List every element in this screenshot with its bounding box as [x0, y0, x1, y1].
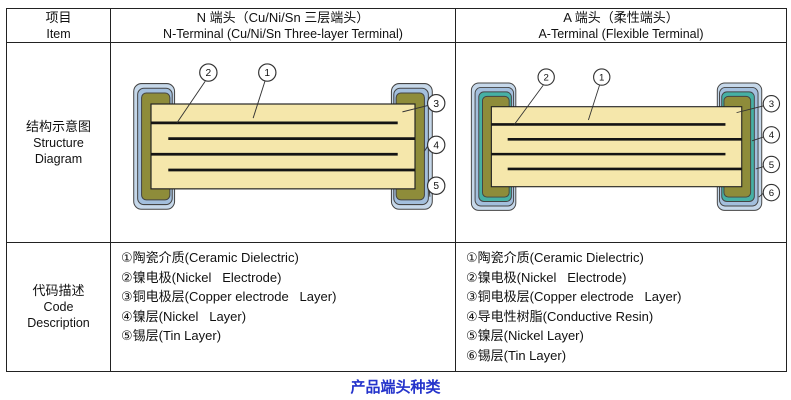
n-terminal-legend: ①陶瓷介质(Ceramic Dielectric) ②镍电极(Nickel El…: [111, 243, 456, 371]
row-label-code: 代码描述 Code Description: [7, 243, 111, 371]
callout-label: 4: [433, 140, 439, 151]
callout-2: 2: [537, 67, 555, 86]
callout-label: 4: [769, 130, 775, 141]
row-label-structure-en2: Diagram: [34, 151, 83, 166]
callout-circle: [426, 135, 446, 155]
callout-4: 4: [762, 125, 781, 144]
callout-circle: [199, 63, 218, 82]
leader-line: [736, 105, 764, 113]
callout-label: 1: [264, 68, 270, 79]
row-label-code-zh: 代码描述: [32, 283, 85, 298]
callout-circle: [762, 94, 781, 112]
callout-circle: [258, 63, 277, 82]
row-label-code-en1: Code: [43, 300, 74, 314]
callout-3: 3: [426, 93, 446, 113]
legend-item: ⑤镍层(Nickel Layer): [466, 328, 584, 343]
page-caption: 产品端头种类: [350, 379, 441, 396]
header-n-terminal: N 端头（Cu/Ni/Sn 三层端头） N-Terminal (Cu/Ni/Sn…: [111, 9, 456, 43]
legend-item: ⑤锡层(Tin Layer): [121, 328, 222, 343]
header-n-en: N-Terminal (Cu/Ni/Sn Three-layer Termina…: [163, 26, 403, 41]
a-terminal-diagram-cell: 2 1 3 4 5: [456, 43, 786, 243]
row-label-structure-zh: 结构示意图: [25, 118, 91, 134]
ceramic-body: [150, 103, 416, 190]
callout-5: 5: [762, 155, 781, 173]
callout-4: 4: [426, 135, 446, 155]
leader-line: [252, 81, 266, 119]
legend-item: ①陶瓷介质(Ceramic Dielectric): [466, 250, 644, 265]
callout-circle: [537, 67, 555, 86]
leader-line: [587, 84, 600, 120]
leader-line: [513, 84, 544, 125]
row-label-code-en2: Description: [27, 316, 90, 330]
row-label-structure-en1: Structure: [33, 135, 84, 150]
callout-label: 2: [544, 72, 549, 83]
leader-line: [751, 136, 764, 141]
callout-6: 6: [762, 183, 781, 201]
callout-label: 6: [769, 187, 774, 198]
callout-label: 5: [433, 181, 439, 192]
legend-item: ②镍电极(Nickel Electrode): [466, 269, 627, 285]
callout-2: 2: [199, 63, 218, 82]
leader-line: [424, 146, 428, 152]
callout-1: 1: [593, 67, 611, 86]
header-item-zh: 项目: [45, 9, 72, 25]
n-terminal-diagram-cell: 2 1 3 4 5: [111, 43, 456, 243]
a-terminal-diagram: 2 1 3 4 5: [470, 67, 781, 211]
callout-label: 1: [599, 72, 604, 83]
callout-label: 3: [433, 99, 439, 110]
header-item: 项目 Item: [7, 9, 111, 43]
leader-line: [402, 105, 428, 113]
leader-line: [755, 165, 764, 169]
leader-line: [176, 80, 206, 124]
callout-circle: [593, 67, 611, 86]
legend-item: ②镍电极(Nickel Electrode): [121, 269, 282, 285]
callout-circle: [426, 176, 446, 195]
callout-circle: [762, 183, 781, 201]
header-a-terminal: A 端头（柔性端头） A-Terminal (Flexible Terminal…: [456, 9, 786, 43]
callout-5: 5: [426, 176, 446, 195]
callout-circle: [426, 93, 446, 113]
header-a-en: A-Terminal (Flexible Terminal): [538, 26, 704, 41]
legend-item: ④导电性树脂(Conductive Resin): [466, 308, 654, 324]
n-terminal-diagram: 2 1 3 4 5: [133, 63, 446, 210]
callout-label: 5: [769, 159, 774, 170]
terminal-type-table: 项目 Item N 端头（Cu/Ni/Sn 三层端头） N-Terminal (…: [6, 8, 787, 372]
callout-label: 3: [769, 99, 774, 110]
callout-1: 1: [258, 63, 277, 82]
callout-label: 2: [206, 68, 212, 79]
header-a-zh: A 端头（柔性端头）: [563, 9, 679, 25]
callout-3: 3: [762, 94, 781, 112]
header-item-en: Item: [46, 26, 71, 41]
header-n-zh: N 端头（Cu/Ni/Sn 三层端头）: [196, 9, 370, 25]
legend-item: ①陶瓷介质(Ceramic Dielectric): [121, 250, 299, 265]
callout-circle: [762, 155, 781, 173]
legend-item: ⑥锡层(Tin Layer): [466, 347, 567, 363]
legend-item: ③铜电极层(Copper electrode Layer): [466, 289, 682, 304]
a-terminal-legend: ①陶瓷介质(Ceramic Dielectric) ②镍电极(Nickel El…: [456, 243, 786, 371]
legend-item: ③铜电极层(Copper electrode Layer): [121, 289, 337, 304]
legend-item: ④镍层(Nickel Layer): [121, 308, 247, 324]
leader-line: [758, 192, 764, 197]
ceramic-body: [490, 105, 743, 187]
row-label-structure: 结构示意图 Structure Diagram: [7, 43, 111, 243]
callout-circle: [762, 125, 781, 144]
